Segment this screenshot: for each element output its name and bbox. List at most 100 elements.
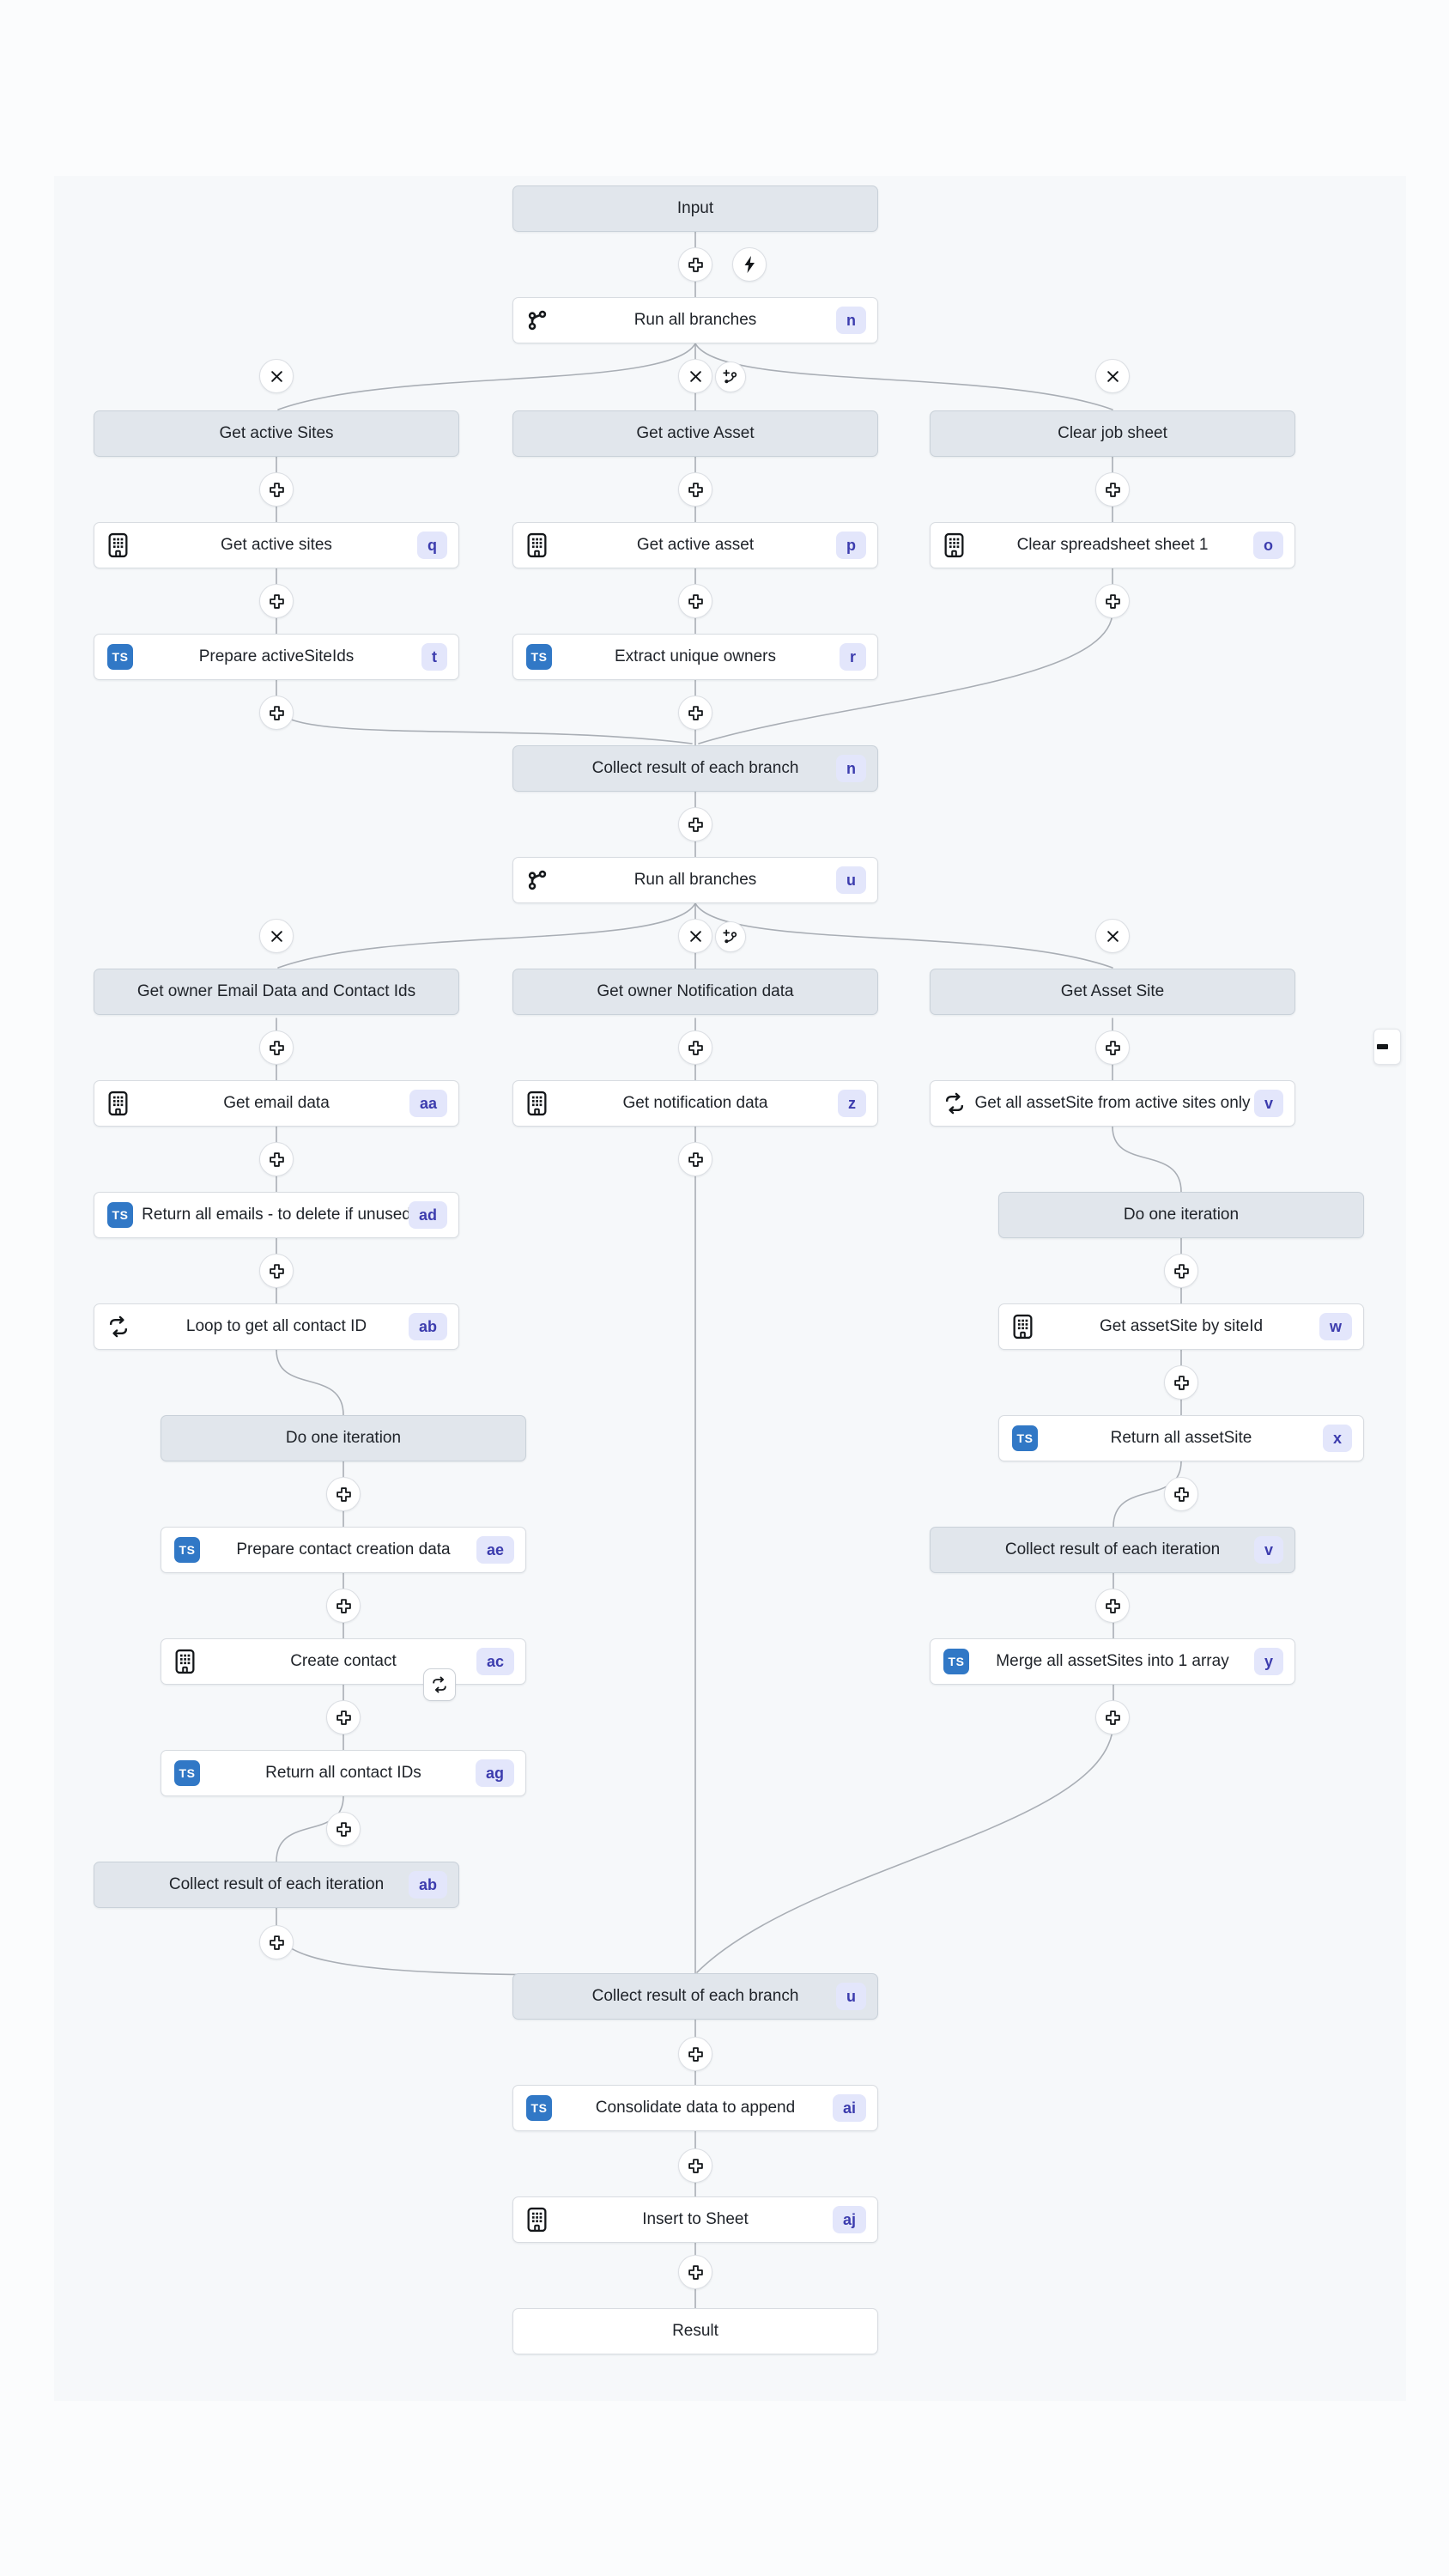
plus-icon [269,1935,285,1951]
result-node[interactable]: Result [512,2308,878,2354]
add-step-button[interactable] [326,1700,361,1735]
add-step-button[interactable] [678,247,712,282]
add-step-button[interactable] [1164,1477,1198,1511]
add-step-button[interactable] [259,696,294,730]
node-badge: aj [832,2206,866,2233]
add-step-button[interactable] [678,1030,712,1065]
add-step-button[interactable] [259,1030,294,1065]
add-step-button[interactable] [1164,1254,1198,1288]
delete-branch-button[interactable] [259,919,294,953]
add-step-button[interactable] [259,1254,294,1288]
node-badge: w [1319,1313,1352,1340]
sheet-icon [943,532,965,558]
add-step-button[interactable] [678,807,712,841]
add-step-button[interactable] [259,584,294,618]
run-trigger-button[interactable] [732,247,767,282]
close-icon [1106,930,1119,943]
add-step-button[interactable] [678,472,712,507]
node-label: Run all branches [634,311,757,329]
node-badge: aa [409,1090,447,1117]
get-all-assetsite-active-only[interactable]: Get all assetSite from active sites only… [930,1080,1295,1127]
add-step-button[interactable] [1095,472,1130,507]
node-label: Prepare contact creation data [236,1540,451,1558]
add-branch-button[interactable] [715,361,746,392]
delete-branch-button[interactable] [259,359,294,393]
delete-branch-button[interactable] [678,359,712,393]
add-step-button[interactable] [678,584,712,618]
add-step-button[interactable] [678,2148,712,2183]
add-step-button[interactable] [259,472,294,507]
sheet-icon [526,532,548,558]
typescript-icon: TS [1012,1425,1038,1451]
do-one-iteration-right[interactable]: Do one iteration [998,1192,1364,1238]
node-label: Do one iteration [285,1429,402,1447]
add-branch-button[interactable] [715,921,746,952]
do-one-iteration-left[interactable]: Do one iteration [161,1415,526,1461]
ts-icon: TS [943,1649,969,1674]
side-minimize-button[interactable] [1373,1029,1401,1065]
add-step-button[interactable] [326,1812,361,1846]
add-step-button[interactable] [259,1142,294,1176]
branch-header-get-asset-site[interactable]: Get Asset Site [930,969,1295,1015]
add-step-button[interactable] [678,2037,712,2071]
plus-icon [688,1040,704,1056]
delete-branch-button[interactable] [1095,919,1130,953]
plus-icon [1173,1375,1190,1391]
node-label: Loop to get all contact ID [185,1317,367,1335]
branch-header-get-owner-email[interactable]: Get owner Email Data and Contact Ids [94,969,459,1015]
add-step-button[interactable] [326,1477,361,1511]
add-step-button[interactable] [678,696,712,730]
node-label: Get active asset [636,536,755,554]
add-step-button[interactable] [1095,1589,1130,1623]
add-branch-icon [722,928,739,945]
node-label: Get notification data [622,1094,768,1112]
delete-branch-button[interactable] [1095,359,1130,393]
minus-icon [1377,1044,1388,1049]
branch-header-get-active-sites[interactable]: Get active Sites [94,410,459,457]
typescript-icon: TS [107,1202,133,1228]
input-node[interactable]: Input [512,185,878,232]
add-step-button[interactable] [1095,1030,1130,1065]
get-assetsite-by-siteid[interactable]: Get assetSite by siteId w [998,1303,1364,1350]
add-step-button[interactable] [1095,584,1130,618]
node-badge: v [1253,1090,1283,1117]
add-step-button[interactable] [326,1589,361,1623]
branch-header-get-active-asset[interactable]: Get active Asset [512,410,878,457]
branch-header-clear-job-sheet[interactable]: Clear job sheet [930,410,1295,457]
typescript-icon: TS [174,1760,200,1786]
node-label: Get assetSite by siteId [1099,1317,1264,1335]
add-step-button[interactable] [1164,1365,1198,1400]
plus-icon [269,1151,285,1168]
typescript-icon: TS [107,644,133,670]
branch-header-get-owner-notification[interactable]: Get owner Notification data [512,969,878,1015]
add-step-button[interactable] [678,2255,712,2289]
add-step-button[interactable] [259,1925,294,1959]
plus-icon [336,1486,352,1503]
add-step-button[interactable] [678,1142,712,1176]
loop-indicator[interactable] [423,1668,456,1701]
delete-branch-button[interactable] [678,919,712,953]
add-step-button[interactable] [1095,1700,1130,1735]
